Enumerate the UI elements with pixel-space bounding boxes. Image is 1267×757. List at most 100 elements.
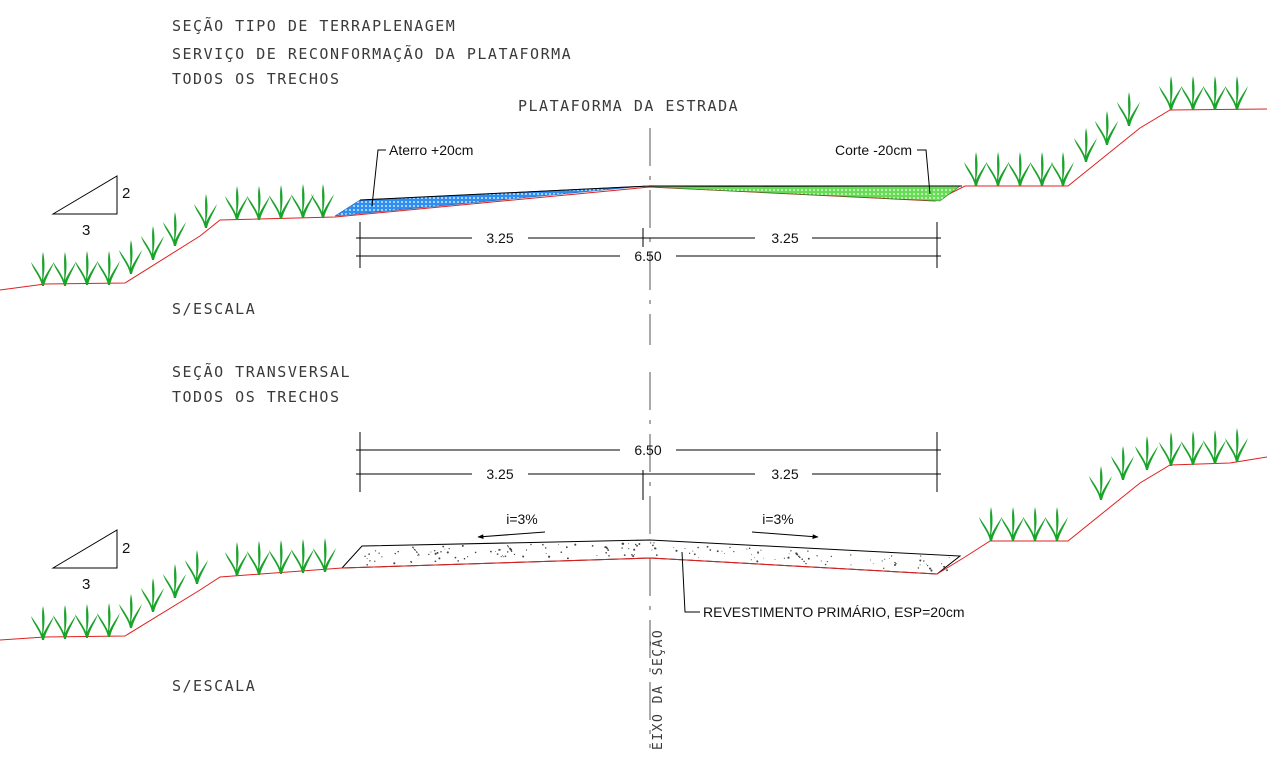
s1-scale-note: S/ESCALA — [172, 300, 256, 318]
pavement-speck — [709, 549, 712, 551]
pavement-speck — [748, 547, 751, 549]
pavement-speck — [440, 550, 442, 553]
pavement-speck — [530, 543, 532, 546]
s2-slope-left-label: i=3% — [506, 511, 538, 527]
grass-tuft-icon — [1159, 76, 1182, 110]
pavement-speck — [798, 555, 800, 558]
pavement-speck — [557, 543, 559, 545]
grass-tuft-icon — [1225, 76, 1248, 110]
pavement-speck — [364, 555, 366, 558]
pavement-speck — [881, 560, 883, 562]
s1-slope-v: 2 — [122, 185, 130, 202]
pavement-speck — [706, 545, 709, 548]
pavement-speck — [506, 551, 509, 553]
pavement-speck — [805, 562, 807, 565]
grass-tuft-icon — [291, 539, 314, 573]
pavement-speck — [723, 553, 725, 555]
pavement-speck — [675, 549, 678, 552]
pavement-speck — [698, 557, 699, 558]
grass-tuft-icon — [1225, 428, 1248, 462]
pavement-speck — [943, 566, 945, 568]
pavement-speck — [496, 553, 499, 555]
grass-tuft-icon — [964, 152, 987, 186]
pavement-speck — [503, 556, 504, 558]
grass-tuft-icon — [97, 251, 120, 285]
pavement-speck — [394, 552, 397, 555]
cut-label: Corte -20cm — [835, 142, 912, 158]
pavement-speck — [919, 559, 922, 562]
pavement-speck — [378, 552, 380, 554]
pavement-speck — [466, 556, 469, 558]
s2-dim-half-left: 3.25 — [486, 466, 513, 482]
pavement-speck — [565, 546, 568, 549]
grass-tuft-icon — [97, 603, 120, 637]
grass-tuft-icon — [269, 540, 292, 574]
grass-tuft-icon — [313, 538, 336, 572]
pavement-speck — [884, 558, 886, 560]
grass-tuft-icon — [75, 604, 98, 638]
grass-tuft-icon — [225, 542, 248, 576]
pavement-speck — [790, 550, 792, 552]
grass-tuft-icon — [1203, 430, 1226, 464]
pavement-speck — [548, 555, 551, 558]
s2-scale-note: S/ESCALA — [172, 677, 256, 695]
pavement-speck — [461, 544, 464, 547]
pavement-speck — [560, 551, 563, 553]
pavement-speck — [368, 553, 370, 555]
pavement-speck — [774, 559, 776, 561]
pavement-speck — [746, 548, 748, 550]
grass-tuft-icon — [31, 252, 54, 286]
s2-slope-left-arrow — [477, 531, 546, 539]
pavement-speck — [631, 553, 633, 556]
grass-tuft-icon — [1181, 431, 1204, 465]
pavement-speck — [788, 553, 790, 555]
pavement-speck — [872, 562, 874, 564]
pavement-speck — [654, 547, 657, 550]
vegetation-group — [31, 76, 1248, 640]
pavement-speck — [633, 548, 636, 551]
pavement-speck — [888, 557, 890, 559]
grass-tuft-icon — [1074, 128, 1097, 162]
grass-tuft-icon — [194, 194, 217, 228]
pavement-speck — [926, 564, 929, 567]
grass-tuft-icon — [53, 252, 76, 286]
pavement-speck — [673, 547, 675, 549]
pavement-speck — [801, 558, 803, 560]
grass-tuft-icon — [75, 251, 98, 285]
pavement-speck — [490, 550, 492, 553]
pavement-speck — [721, 550, 723, 552]
grass-tuft-icon — [1181, 76, 1204, 110]
cut-leader — [917, 149, 931, 195]
s2-slope-right-label: i=3% — [762, 511, 794, 527]
s1-dim-total: 6.50 — [634, 248, 661, 264]
pavement-speck — [605, 551, 608, 554]
pavement-speck — [941, 563, 943, 565]
pavement-speck — [895, 563, 897, 565]
pavement-speck — [366, 558, 368, 560]
pavement-speck — [438, 557, 441, 560]
grass-tuft-icon — [269, 185, 292, 219]
pavement-speck — [417, 553, 420, 555]
pavement-speck — [634, 543, 637, 546]
section2-ground-line — [0, 456, 1267, 641]
pavement-speck — [883, 567, 885, 569]
grass-tuft-icon — [979, 507, 1002, 541]
grass-tuft-icon — [1159, 432, 1182, 466]
section1-platform-left — [359, 185, 651, 201]
grass-tuft-icon — [141, 578, 164, 612]
grass-tuft-icon — [141, 226, 164, 260]
grass-tuft-icon — [1030, 152, 1053, 186]
pavement-speck — [787, 556, 790, 559]
grass-tuft-icon — [1203, 76, 1226, 110]
grass-tuft-icon — [1045, 507, 1068, 541]
pavement-speck — [411, 561, 413, 564]
s1-slope-triangle — [51, 175, 118, 215]
grass-tuft-icon — [31, 606, 54, 640]
pavement-speck — [545, 553, 547, 554]
surface-label: REVESTIMENTO PRIMÁRIO, ESP=20cm — [703, 604, 965, 620]
pavement-speck — [525, 549, 528, 551]
pavement-speck — [632, 555, 635, 558]
pavement-speck — [542, 543, 544, 546]
pavement-speck — [606, 547, 609, 550]
pavement-speck — [463, 557, 466, 560]
